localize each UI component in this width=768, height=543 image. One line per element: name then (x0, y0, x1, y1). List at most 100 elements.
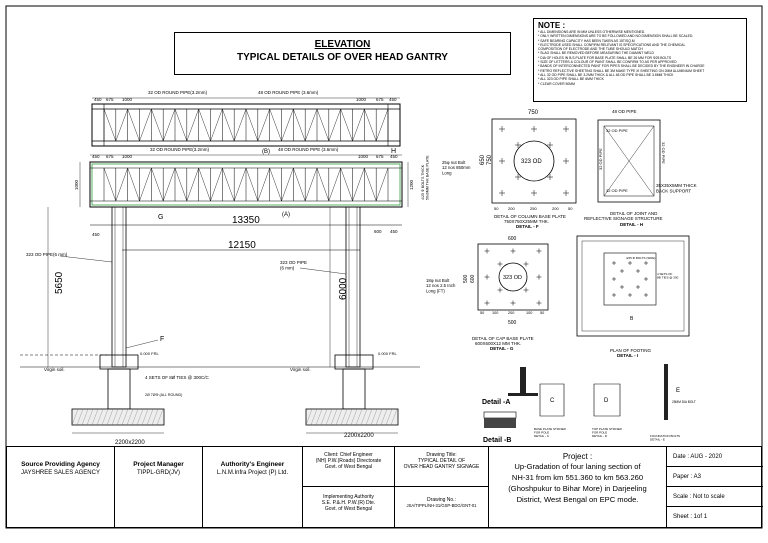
tb-dwg-title-2: TYPICAL DETAIL OF (417, 458, 466, 464)
truss-member (198, 167, 211, 202)
truss-member (345, 408, 353, 426)
elev-g-mark: G (158, 214, 163, 221)
ring-note: 2Ø 7ØΦ (ALL ROUND) (145, 393, 182, 397)
detail-g-bd3: 200 (508, 311, 514, 315)
height-left: 5650 (54, 271, 65, 294)
note-line: * ONLY WRITTEN DIMENSIONS ARE TO BE FOLL… (538, 34, 694, 39)
truss-member (316, 108, 330, 142)
tb-pm-value: TIPPL-GRD(JV) (136, 470, 180, 476)
truss-member (375, 408, 383, 426)
truss-member (174, 108, 188, 142)
detail-i-mark: B (630, 316, 634, 322)
detail-g-dim-top: 600 (508, 236, 517, 242)
detail-h: 48 OD PIPE 32 OD PIPE 32 OD PIPE 32 OD P… (584, 109, 697, 227)
truss-member (390, 408, 398, 426)
detail-i-note-a: 4/25 Φ BOLTS (SIDE) (626, 256, 655, 260)
detail-g-dim-b: 600 (470, 274, 476, 283)
detail-b-label: Detail -B (483, 437, 511, 444)
note-line: * ALL DIMENSIONS ARE IN MM UNLESS OTHERW… (538, 30, 646, 34)
sheet-border (5, 5, 763, 529)
title-line2: TYPICAL DETAILS OF OVER HEAD GANTRY (237, 52, 448, 63)
detail-f-bd4: 200 (552, 206, 559, 211)
height-right: 6000 (338, 277, 349, 300)
truss-member (174, 167, 188, 202)
truss-member (111, 408, 119, 426)
tb-pm: Project Manager TIPPL-GRD(JV) (115, 447, 203, 527)
truss-member (186, 167, 199, 202)
truss-member (131, 408, 139, 426)
truss-member (115, 167, 128, 202)
detail-g: 323 OD 600 500 600 50 100 200 100 50 500… (426, 236, 549, 351)
truss-member (375, 108, 389, 142)
detail-h-pipe-c: 32 OD PIPE (598, 148, 603, 170)
detail-f-cap2: 750X750X25MM THK. (504, 219, 549, 224)
truss-member (86, 408, 94, 426)
truss-member (328, 167, 341, 202)
tb-meta: Date : AUG - 2020 Paper : A3 Scale : Not… (667, 447, 763, 527)
top-dim-left-2: 675 (106, 97, 114, 102)
truss-member (81, 408, 89, 426)
detail-i-cap1: PLAN OF FOOTING (610, 348, 652, 353)
left-pipe-label: 323 OD PIPE(6 mm) (26, 252, 68, 257)
truss-member (245, 167, 259, 202)
truss-member (115, 108, 128, 142)
small-details: Detail -A Detail -B C BASE PLATE STIFNER… (482, 364, 696, 444)
truss-member (103, 167, 117, 202)
note-line: * SIZE OF LETTERS & COLOUR OF PAINT SHAL… (538, 60, 677, 65)
tb-scale: Scale : Not to scale (667, 487, 763, 507)
truss-member (310, 408, 318, 426)
tb-ae-value: L.N.M.Infra Project (P) Ltd. (216, 470, 289, 476)
title-box: ELEVATION TYPICAL DETAILS OF OVER HEAD G… (174, 32, 511, 75)
footing-right-dim: 2200x2200 (344, 433, 374, 439)
truss-member (101, 408, 109, 426)
elev-label-32: 32 OD ROUND PIPE(3.2mm) (150, 147, 210, 152)
tb-project-head: Project : (562, 452, 593, 461)
truss-member (139, 167, 152, 202)
tb-agency: Source Providing Agency JAYSHREE SALES A… (7, 447, 115, 527)
truss-member (350, 408, 358, 426)
elev-dim-left-3: 1000 (122, 154, 133, 159)
tb-agency-value: JAYSHREE SALES AGENCY (21, 470, 100, 476)
truss-member (162, 108, 176, 142)
truss-member (281, 167, 294, 202)
note-line: * CLEAR COVER 50MM (538, 81, 575, 86)
columns: 323 OD PIPE(6 mm) 323 OD PIPE(6 mm) 5650… (26, 206, 361, 368)
truss-member (139, 108, 152, 142)
f-mark: F (160, 336, 164, 343)
detail-h-pipe-b: 32 OD PIPE (606, 188, 628, 193)
elev-h-mark: H (391, 148, 396, 155)
tb-dwg-no-1: Drawing No.: (427, 497, 456, 503)
detail-h-cap2: REFLECTIVE SIGNAGE STRUCTURE (584, 216, 663, 221)
tb-client-1: Client: Chief Engineer (324, 452, 373, 458)
tb-dwg-title-1: Drawing Title: (426, 452, 457, 458)
truss-member (375, 167, 389, 202)
truss-member (233, 167, 247, 202)
truss-member (304, 108, 318, 142)
truss-member (162, 167, 176, 202)
truss-member (293, 167, 306, 202)
truss-member (320, 408, 328, 426)
tb-ae-head: Authority's Engineer (220, 461, 285, 468)
detail-f-dim-a: 650 (480, 154, 486, 165)
detail-f-bd5: 50 (568, 206, 573, 211)
truss-member (340, 167, 353, 202)
truss-member (325, 408, 333, 426)
truss-member (364, 167, 377, 202)
tb-impl-2: S.E. P.&.H. P.W.(R) Dte. (321, 500, 376, 506)
detail-f-bd3: 250 (530, 206, 537, 211)
tb-project-3: (Ghoshpukur to Bihar More) in Darjeeling (508, 484, 647, 493)
detail-i-cap2: DETAIL - I (617, 353, 638, 358)
top-label-32: 32 OD ROUND PIPE(3.2mm) (148, 90, 208, 95)
truss-elevation: 1000 1200 450 675 1000 1000 675 450 32 O… (74, 147, 429, 251)
truss-member (156, 408, 164, 426)
note-line: * ALL 323 OD PIPE SHALL BE 6MM THICK (538, 77, 604, 82)
elev-dim-left-2: 675 (106, 154, 114, 159)
truss-member (136, 408, 144, 426)
detail-g-cap2: 600X600X12 MM THK. (475, 341, 521, 346)
truss-member (370, 408, 378, 426)
truss-member (340, 108, 353, 142)
